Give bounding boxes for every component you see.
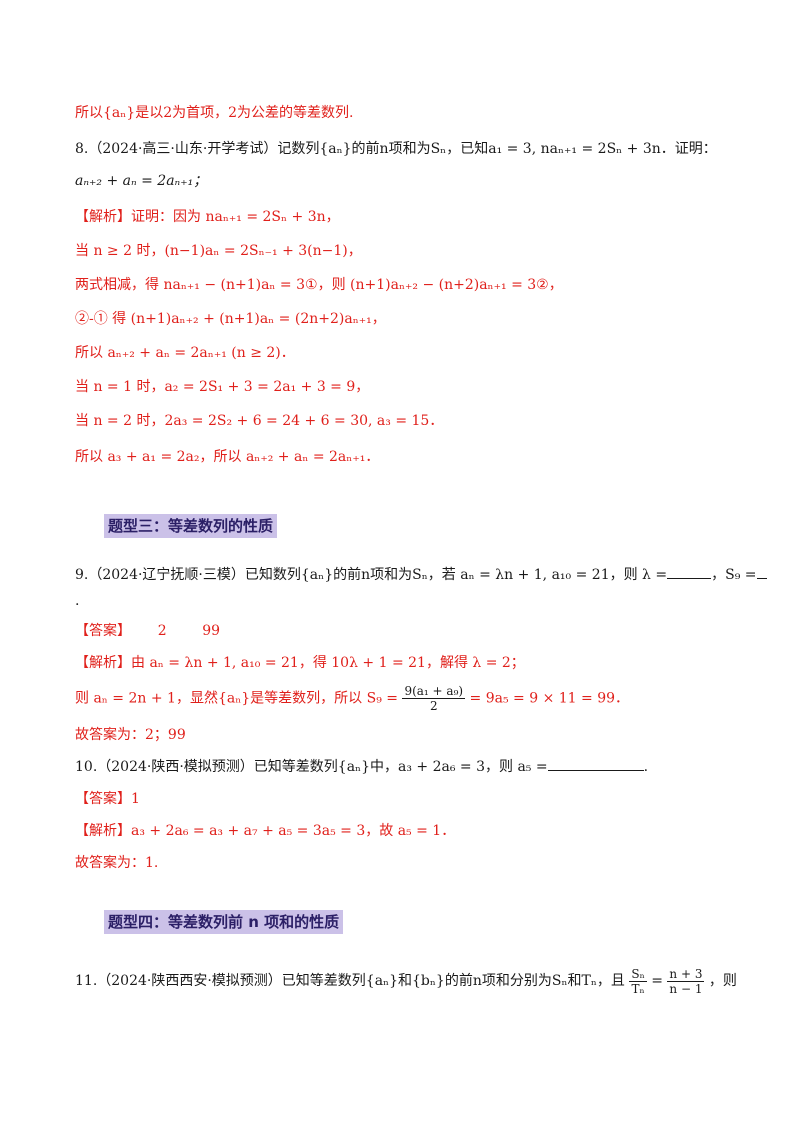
solution-text: 则 aₙ = 2n + 1，显然{aₙ}是等差数列，所以 S₉ = xyxy=(75,690,398,707)
solution-line: 所以 aₙ₊₂ + aₙ = 2aₙ₊₁ (n ≥ 2)． xyxy=(75,345,295,361)
question-11-text: 11.（2024·陕西西安·模拟预测）已知等差数列{aₙ}和{bₙ}的前n项和分… xyxy=(75,973,625,989)
fraction-numerator: 9(a₁ + a₉) xyxy=(402,684,466,699)
solution-line: 【解析】证明：因为 naₙ₊₁ = 2Sₙ + 3n， xyxy=(75,209,340,225)
question-10-text: . xyxy=(643,759,649,775)
section-heading: 题型四：等差数列前 n 项和的性质 xyxy=(104,910,344,934)
question-10: 10.（2024·陕西·模拟预测）已知等差数列{aₙ}中，a₃ + 2a₆ = … xyxy=(75,756,725,778)
answer-line: 【答案】 2 99 xyxy=(75,623,221,639)
answer-summary: 故答案为：1. xyxy=(75,855,159,871)
fraction-denominator: Tₙ xyxy=(631,981,645,996)
solution-line: 当 n = 2 时，2a₃ = 2S₂ + 6 = 24 + 6 = 30, a… xyxy=(75,413,444,429)
question-8-cont: aₙ₊₂ + aₙ = 2aₙ₊₁； xyxy=(75,173,208,189)
equals-sign: = xyxy=(651,973,663,989)
question-11: 11.（2024·陕西西安·模拟预测）已知等差数列{aₙ}和{bₙ}的前n项和分… xyxy=(75,966,737,996)
solution-line: ②-① 得 (n+1)aₙ₊₂ + (n+1)aₙ = (2n+2)aₙ₊₁， xyxy=(75,311,386,327)
fraction: n + 3 n − 1 xyxy=(667,966,705,996)
solution-line: 两式相减，得 naₙ₊₁ − (n+1)aₙ = 3①，则 (n+1)aₙ₊₂ … xyxy=(75,277,563,293)
solution-line: 【解析】a₃ + 2a₆ = a₃ + a₇ + a₅ = 3a₅ = 3，故 … xyxy=(75,823,456,839)
fraction: 9(a₁ + a₉) 2 xyxy=(402,684,466,713)
fraction-denominator: 2 xyxy=(429,699,438,713)
answer-blank xyxy=(547,756,644,771)
solution-line: 则 aₙ = 2n + 1，显然{aₙ}是等差数列，所以 S₉ = 9(a₁ +… xyxy=(75,684,725,713)
fraction-numerator: Sₙ xyxy=(629,966,647,982)
question-11-text: ，则 xyxy=(708,973,737,989)
solution-line: 所以 a₃ + a₁ = 2a₂，所以 aₙ₊₂ + aₙ = 2aₙ₊₁． xyxy=(75,449,380,465)
question-10-text: 10.（2024·陕西·模拟预测）已知等差数列{aₙ}中，a₃ + 2a₆ = … xyxy=(75,759,548,775)
question-9-text: 9.（2024·辽宁抚顺·三模）已知数列{aₙ}的前n项和为Sₙ，若 aₙ = … xyxy=(75,567,668,583)
text-line: 所以{aₙ}是以2为首项，2为公差的等差数列. xyxy=(75,105,354,121)
section-heading: 题型三：等差数列的性质 xyxy=(104,514,278,538)
question-9-text: ，S₉ = xyxy=(711,567,757,583)
solution-line: 当 n = 1 时，a₂ = 2S₁ + 3 = 2a₁ + 3 = 9， xyxy=(75,379,370,395)
question-8: 8.（2024·高三·山东·开学考试）记数列{aₙ}的前n项和为Sₙ，已知a₁ … xyxy=(75,141,717,157)
fraction-denominator: n − 1 xyxy=(669,981,703,996)
solution-line: 当 n ≥ 2 时，(n−1)aₙ = 2Sₙ₋₁ + 3(n−1)， xyxy=(75,243,362,259)
question-9: 9.（2024·辽宁抚顺·三模）已知数列{aₙ}的前n项和为Sₙ，若 aₙ = … xyxy=(75,564,767,586)
solution-text: = 9a₅ = 9 × 11 = 99． xyxy=(469,690,630,707)
fraction: Sₙ Tₙ xyxy=(629,966,647,996)
question-9-dot: . xyxy=(75,593,80,609)
answer-summary: 故答案为：2；99 xyxy=(75,727,186,743)
solution-line: 【解析】由 aₙ = λn + 1, a₁₀ = 21，得 10λ + 1 = … xyxy=(75,655,525,671)
answer-blank xyxy=(756,564,767,579)
answer-blank xyxy=(667,564,712,579)
answer-line: 【答案】1 xyxy=(75,791,140,807)
fraction-numerator: n + 3 xyxy=(667,966,705,982)
